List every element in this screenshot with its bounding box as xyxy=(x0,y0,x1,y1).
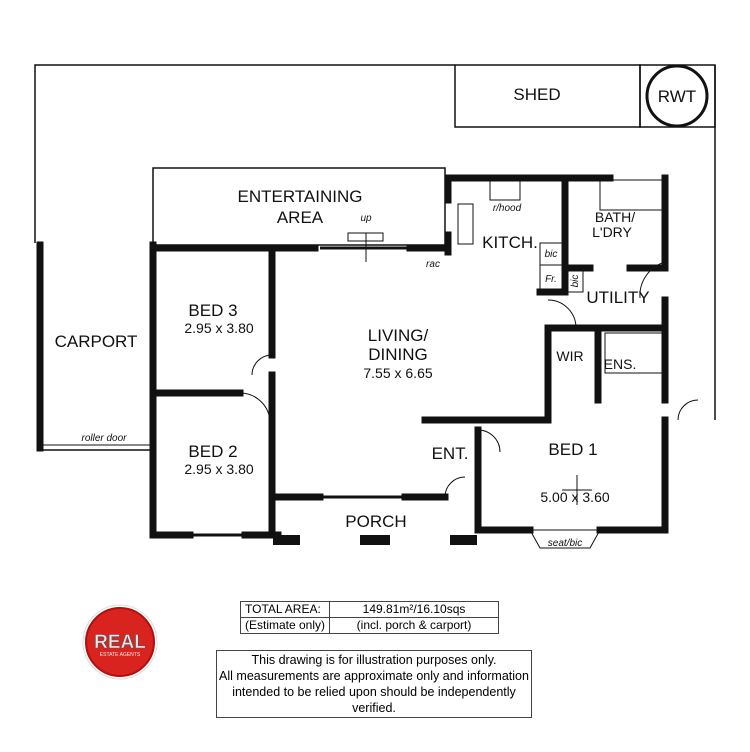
kitchen-label: KITCH. xyxy=(482,233,538,252)
utility-label: UTILITY xyxy=(586,288,649,307)
boundary-lines xyxy=(34,64,716,451)
svg-text:REAL: REAL xyxy=(94,632,146,653)
svg-text:ESTATE AGENTS: ESTATE AGENTS xyxy=(100,652,141,658)
carport-label: CARPORT xyxy=(55,332,138,351)
bic-cupboard-2 xyxy=(566,269,584,293)
bath-tub xyxy=(599,179,664,211)
seat-bic-label: seat/bic xyxy=(548,538,582,549)
bic-label-2: bic xyxy=(570,275,581,288)
fridge-label: Fr. xyxy=(545,274,557,285)
total-area-value: 149.81m²/16.10sqs xyxy=(329,601,500,618)
entertaining-label: ENTERTAINING xyxy=(238,187,363,206)
rhood-label: r/hood xyxy=(493,203,522,214)
sink xyxy=(457,203,474,245)
bath-label-2: L'DRY xyxy=(592,224,632,240)
bed1-label: BED 1 xyxy=(548,440,597,459)
bed3-dim: 2.95 x 3.80 xyxy=(184,320,253,336)
disclaimer-line: intended to be relied upon should be ind… xyxy=(232,685,516,715)
door-swing xyxy=(251,354,273,376)
bic-label: bic xyxy=(545,249,558,260)
disclaimer-line: This drawing is for illustration purpose… xyxy=(251,653,497,667)
wir-label: WIR xyxy=(556,348,583,364)
total-area-label: TOTAL AREA: xyxy=(239,601,331,618)
room-labels: SHED RWT ENTERTAINING AREA up r/hood KIT… xyxy=(55,85,697,549)
shower xyxy=(604,332,664,374)
total-area-table: TOTAL AREA: 149.81m²/16.10sqs (Estimate … xyxy=(239,601,500,634)
disclaimer-line: All measurements are approximate only an… xyxy=(219,669,529,683)
logo-graphic: REAL ESTATE AGENTS xyxy=(82,604,158,680)
bed3-label: BED 3 xyxy=(188,301,237,320)
living-label: LIVING/ xyxy=(368,326,429,345)
fridge-space xyxy=(539,264,563,292)
estimate-only-label: (Estimate only) xyxy=(239,617,331,634)
real-estate-agents-logo: REAL ESTATE AGENTS xyxy=(80,600,160,684)
rac-label: rac xyxy=(426,259,440,270)
cooktop xyxy=(489,179,521,201)
entertaining-area-outline xyxy=(152,167,446,246)
bay-window xyxy=(529,529,601,549)
ens-label: ENS. xyxy=(604,356,637,372)
bed2-dim: 2.95 x 3.80 xyxy=(184,461,253,477)
entertaining-label-2: AREA xyxy=(277,208,324,227)
rwt-label: RWT xyxy=(658,87,696,106)
roller-door-label: roller door xyxy=(81,433,127,444)
fixtures xyxy=(190,179,699,549)
shed-label: SHED xyxy=(513,85,560,104)
bed2-label: BED 2 xyxy=(188,442,237,461)
porch-label: PORCH xyxy=(345,512,406,531)
rwt-tank xyxy=(645,64,709,128)
living-label-2: DINING xyxy=(368,345,428,364)
walls xyxy=(36,174,669,545)
entry-label: ENT. xyxy=(432,444,469,463)
living-dim: 7.55 x 6.65 xyxy=(363,365,432,381)
disclaimer-box: This drawing is for illustration purpose… xyxy=(216,650,532,718)
bath-label: BATH/ xyxy=(595,209,635,225)
bed1-dim: 5.00 x 3.60 xyxy=(540,489,609,505)
area-note: (incl. porch & carport) xyxy=(329,617,500,634)
up-label: up xyxy=(360,213,372,224)
